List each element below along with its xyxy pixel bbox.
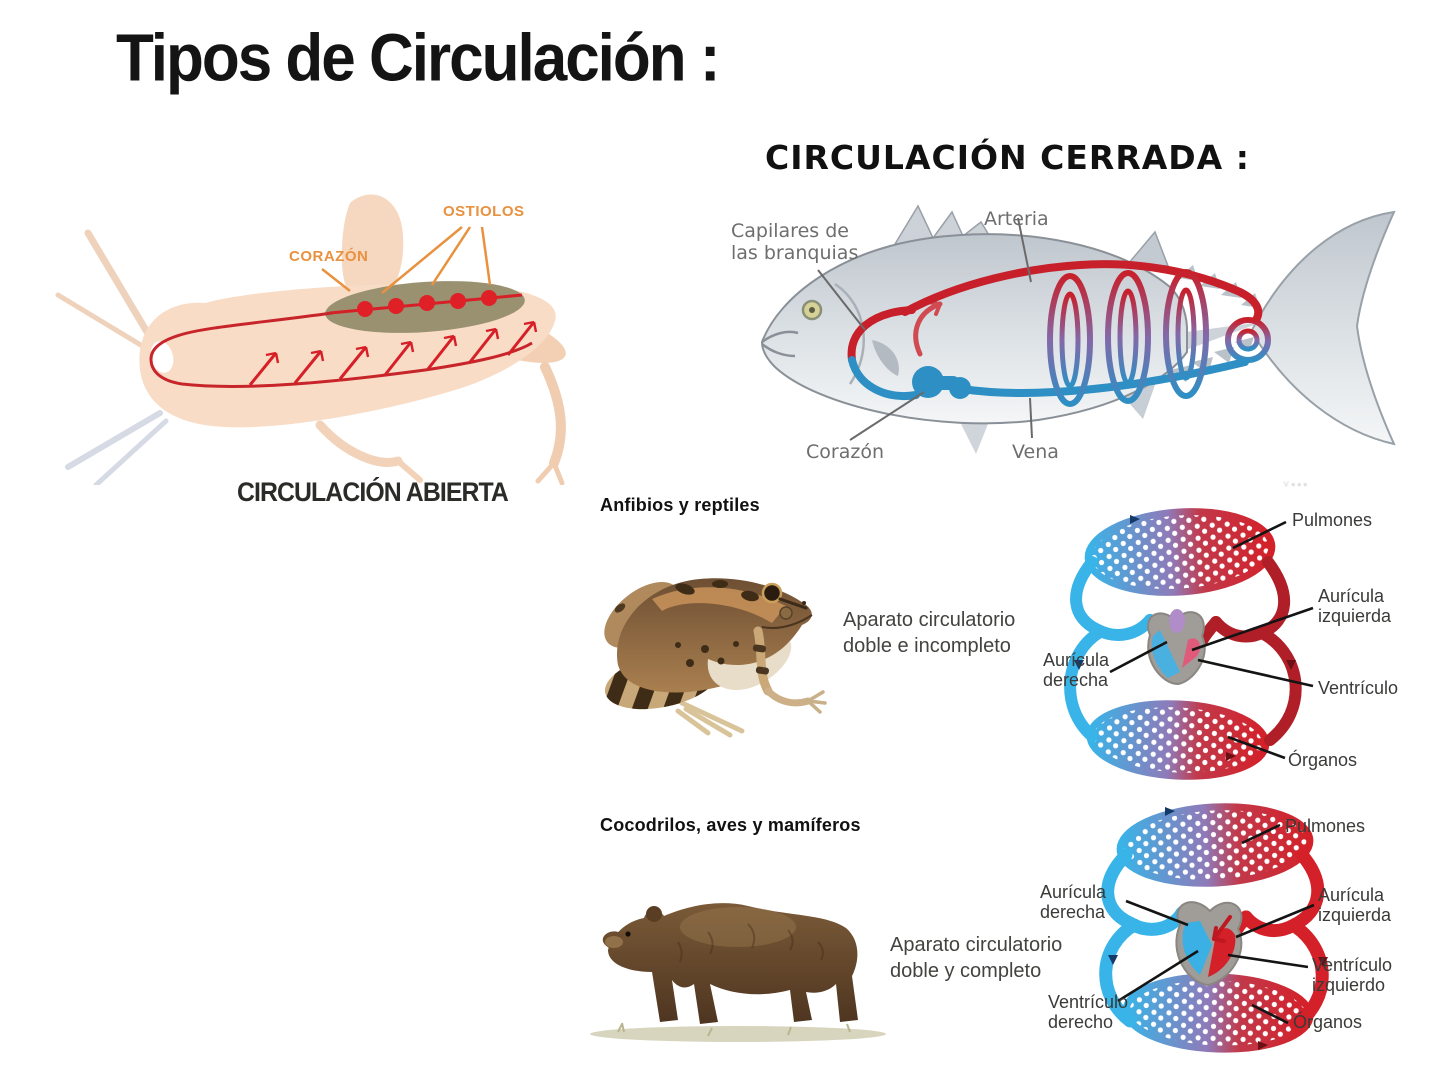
- front-toes: [806, 690, 827, 714]
- artery: [901, 260, 1263, 324]
- grass-tufts: [617, 1022, 851, 1037]
- mammal-ventriculo-izquierdo-label: Ventrículo izquierdo: [1312, 955, 1393, 996]
- belly: [707, 641, 792, 690]
- gill-capillaries-venous: [848, 356, 920, 400]
- mammal-auricula-izquierda-label: Aurícula izquierda: [1318, 885, 1392, 926]
- mammal-pulmones-label: Pulmones: [1285, 816, 1366, 836]
- amphibian-circulation-diagram: [1064, 508, 1314, 780]
- mammal-circulation-diagram: [1099, 803, 1329, 1053]
- diagram-label-leaders: [1109, 520, 1314, 760]
- front-leg: [753, 626, 773, 696]
- organs-capillary-mesh: [1086, 700, 1270, 780]
- hind-foot: [535, 460, 565, 485]
- muzzle: [605, 936, 623, 948]
- mammal-auricula-derecha-label: Aurícula derecha: [1040, 882, 1107, 923]
- lungs-capillary-mesh: [1084, 508, 1276, 596]
- flow-arrows: [248, 320, 538, 386]
- front-foot: [764, 687, 812, 707]
- mammal-caption: Aparato circulatorio doble y completo: [890, 934, 1063, 982]
- faded-watermark-artifact: ˅▪▪▪: [1283, 479, 1310, 491]
- gill-capillaries-arterial: [847, 306, 916, 364]
- capillary-loops: [1047, 269, 1271, 407]
- fur-texture: [677, 923, 824, 963]
- recirculation-arrow: [913, 301, 943, 357]
- lungs-capillary-mesh: [1116, 803, 1314, 887]
- amphibian-caption: Aparato circulatorio doble e incompleto: [843, 609, 1016, 657]
- amphibian-auricula-izquierda-label: Aurícula izquierda: [1318, 586, 1392, 627]
- eye: [761, 582, 783, 604]
- amphibian-organos-label: Órganos: [1288, 750, 1358, 770]
- face-stripe: [778, 597, 808, 610]
- leg-band: [755, 666, 769, 675]
- mammal-organos-label: Órganos: [1293, 1012, 1363, 1032]
- fish-heart: [912, 366, 971, 399]
- mid-leg: [315, 420, 403, 467]
- pectoral-fin: [872, 340, 899, 376]
- front-leg: [93, 418, 169, 485]
- ostiole-dots: [357, 290, 497, 317]
- pupil: [809, 307, 815, 313]
- amphibian-ventriculo-label: Ventrículo: [1318, 678, 1399, 698]
- bear-illustration: [590, 903, 886, 1042]
- mammal-heading: Cocodrilos, aves y mamíferos: [600, 815, 861, 835]
- mouth: [761, 614, 813, 629]
- mid-leg: [395, 458, 423, 483]
- bear-body: [608, 903, 858, 1024]
- mouth: [761, 330, 799, 358]
- grasshopper-illustration: [55, 194, 566, 485]
- second-dorsal-fin: [1126, 230, 1170, 267]
- ear: [646, 906, 662, 922]
- wing: [341, 194, 404, 308]
- eye: [625, 931, 631, 937]
- body-spots: [675, 580, 759, 667]
- front-leg: [65, 410, 163, 470]
- antenna: [84, 229, 154, 341]
- nostril: [802, 601, 806, 605]
- flow-chevrons: [1108, 807, 1328, 1050]
- antenna: [55, 292, 147, 350]
- diagram-label-leaders: [1117, 823, 1315, 1025]
- ostiolos-label: OSTIOLOS: [443, 203, 525, 220]
- fish-label-leaders: [817, 217, 1033, 441]
- hind-toes: [675, 700, 745, 738]
- hind-leg-tibia: [540, 362, 566, 468]
- shoulder-highlight: [680, 907, 796, 947]
- page-title: Tipos de Circulación :: [116, 21, 721, 96]
- leg-band: [752, 644, 766, 653]
- fish-corazon-label: Corazón: [806, 441, 884, 463]
- fish-illustration: [760, 204, 1396, 454]
- closed-circulation-heading: CIRCULACIÓN CERRADA :: [765, 138, 1250, 177]
- arteria-label: Arteria: [984, 208, 1049, 230]
- vena-label: Vena: [1012, 441, 1059, 463]
- heart: [1175, 901, 1243, 987]
- open-circulation-caption: CIRCULACIÓN ABIERTA: [237, 477, 509, 507]
- mammal-ventriculo-derecho-label: Ventrículo derecho: [1048, 992, 1129, 1033]
- heart: [1147, 609, 1206, 686]
- artery-loop: [149, 311, 533, 388]
- frog-illustration: [602, 578, 827, 738]
- eardrum: [779, 606, 793, 620]
- amphibian-heading: Anfibios y reptiles: [600, 495, 760, 515]
- corazon-label: CORAZÓN: [289, 248, 369, 265]
- organs-capillary-mesh: [1122, 973, 1314, 1053]
- label-leader-lines: [321, 226, 492, 294]
- tail-fin: [1251, 210, 1396, 446]
- flow-chevrons: [1074, 515, 1296, 761]
- amphibian-pulmones-label: Pulmones: [1292, 510, 1373, 530]
- capilares-label: Capilares de las branquias: [731, 220, 859, 265]
- ground: [590, 1026, 886, 1042]
- amphibian-auricula-derecha-label: Aurícula derecha: [1043, 650, 1110, 691]
